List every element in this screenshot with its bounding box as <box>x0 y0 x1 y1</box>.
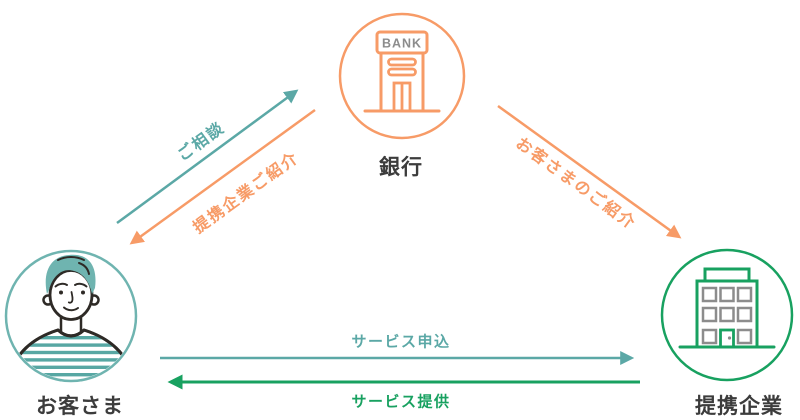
partner-referral-arrow <box>129 108 316 245</box>
bank-building: BANK <box>363 30 441 113</box>
customer-circle <box>4 249 138 383</box>
person-illustration <box>7 254 135 380</box>
bank-label: 銀行 <box>379 156 423 179</box>
office-building-icon <box>660 248 794 382</box>
office-building <box>678 267 776 349</box>
bank-circle <box>338 12 466 140</box>
partner-label: 提携企業 <box>695 395 783 418</box>
customer-label: お客さま <box>36 395 124 418</box>
service-application-arrow-label: サービス申込 <box>351 333 451 351</box>
office-door <box>719 328 735 349</box>
office-windows <box>701 286 753 345</box>
person-icon <box>4 249 138 383</box>
bank-sign-text: BANK <box>382 37 422 51</box>
bank-building-icon: BANK <box>338 12 466 140</box>
service-provision-arrow-label: サービス提供 <box>351 393 451 411</box>
customer-referral-arrow <box>497 104 682 239</box>
shirt-stripes <box>7 336 135 377</box>
partner-circle <box>660 248 794 382</box>
consultation-arrow <box>116 89 299 225</box>
